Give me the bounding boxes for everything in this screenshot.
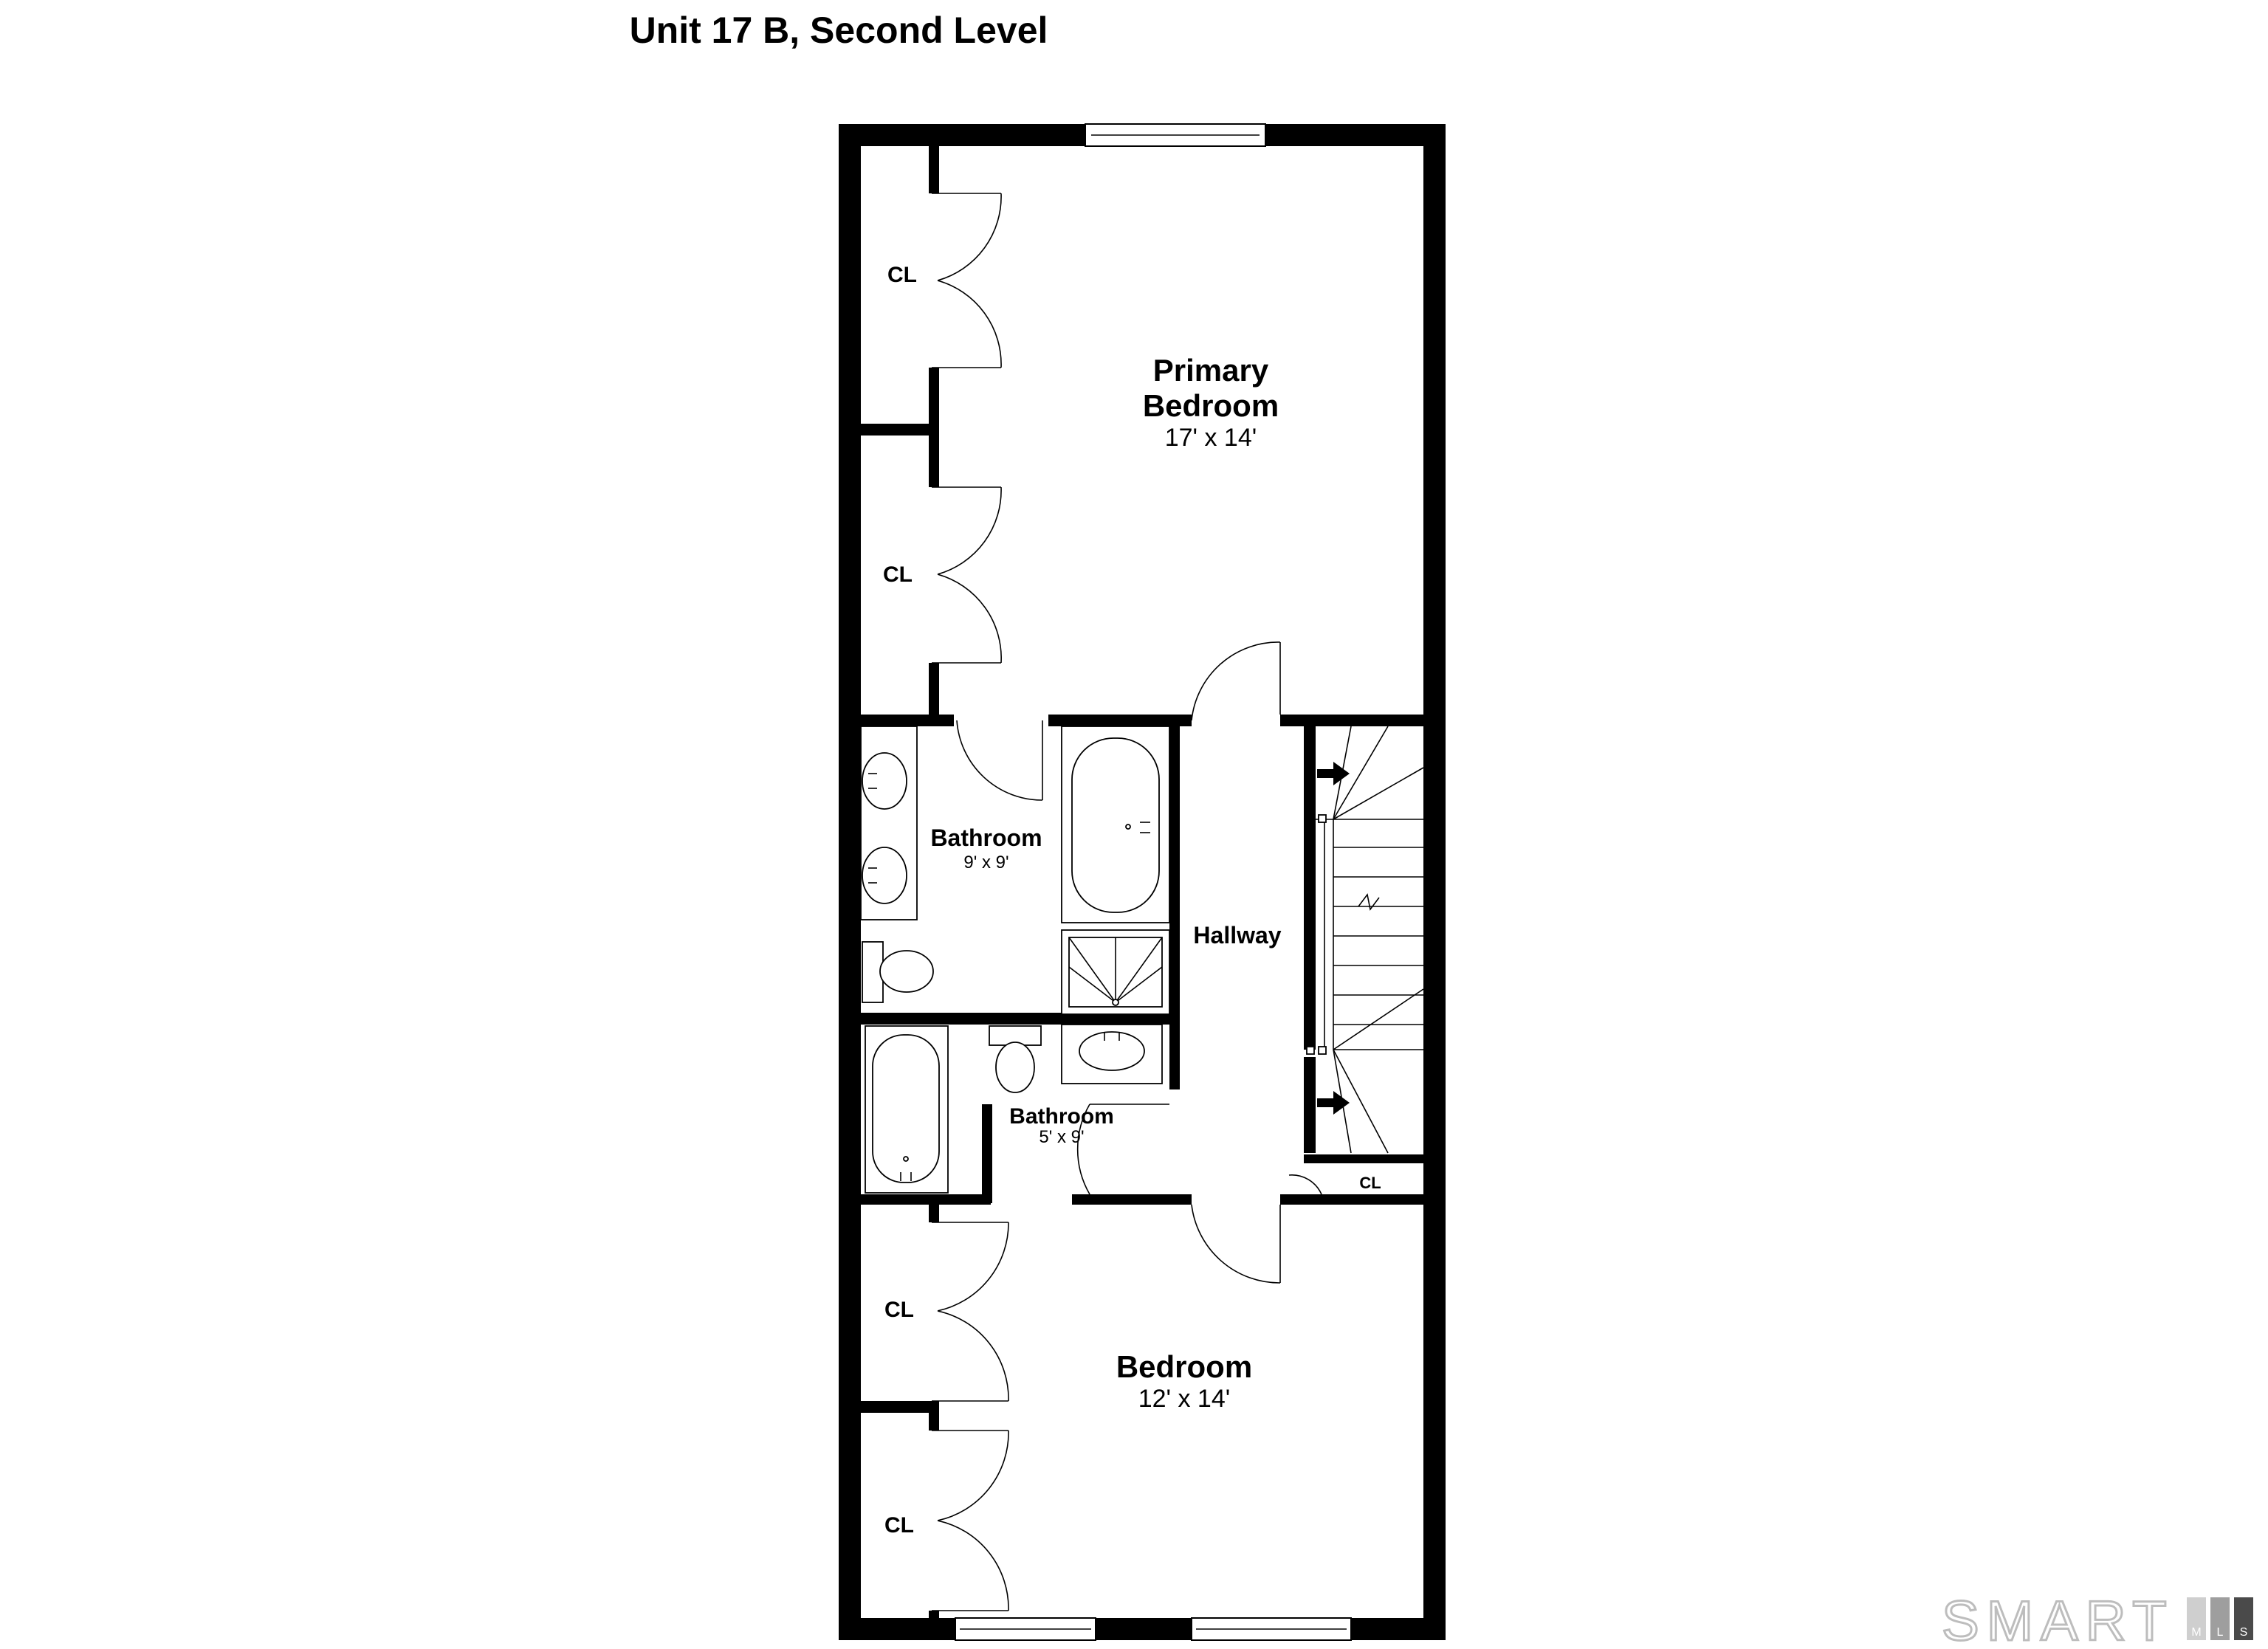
bathroom-main-label: Bathroom [930, 824, 1042, 851]
hallway-label: Hallway [1193, 922, 1281, 949]
primary-closet-1-label: CL [887, 263, 917, 287]
bedroom-size: 12' x 14' [1138, 1385, 1231, 1413]
door-swings [932, 193, 1322, 1611]
page-title: Unit 17 B, Second Level [630, 10, 1048, 51]
bedroom-label: Bedroom [1116, 1349, 1252, 1384]
interior-walls [861, 146, 1423, 1618]
stairs [1306, 726, 1424, 1154]
bathroom-small-size: 5' x 9' [1039, 1127, 1084, 1147]
watermark-sub-l: L [2217, 1626, 2224, 1639]
bedroom-closet-1-label: CL [884, 1298, 914, 1322]
shower-main [1061, 929, 1170, 1015]
bathroom-main-size: 9' x 9' [963, 853, 1008, 872]
hall-closet-label: CL [1359, 1174, 1381, 1192]
stairs-up-arrow-icon [1317, 762, 1350, 785]
primary-bedroom-size: 17' x 14' [1165, 424, 1257, 452]
bathtub-main [1061, 726, 1170, 923]
sink-small-bath [1061, 1024, 1163, 1084]
primary-closet-2-label: CL [883, 562, 913, 587]
primary-bedroom-label-1: Primary [1153, 353, 1269, 388]
watermark-sub-m: M [2191, 1626, 2201, 1639]
watermark-text: SMART [1942, 1590, 2174, 1649]
watermark-sub-s: S [2240, 1626, 2248, 1639]
toilet-main-bath [862, 941, 934, 1003]
window-top [1085, 123, 1266, 147]
stairs-down-arrow-icon [1317, 1091, 1350, 1115]
smartmls-watermark-logo: SMART M L S [1941, 1589, 2253, 1649]
bedroom-closet-2-label: CL [884, 1513, 914, 1538]
toilet-small-bath [989, 1025, 1042, 1093]
window-bottom-right [1191, 1617, 1352, 1641]
double-vanity [860, 726, 918, 920]
window-bottom-left [955, 1617, 1096, 1641]
exterior-walls [839, 124, 1446, 1640]
bathtub-small [865, 1025, 949, 1194]
bathroom-small-label: Bathroom [1009, 1104, 1114, 1129]
primary-bedroom-label-2: Bedroom [1143, 388, 1279, 423]
